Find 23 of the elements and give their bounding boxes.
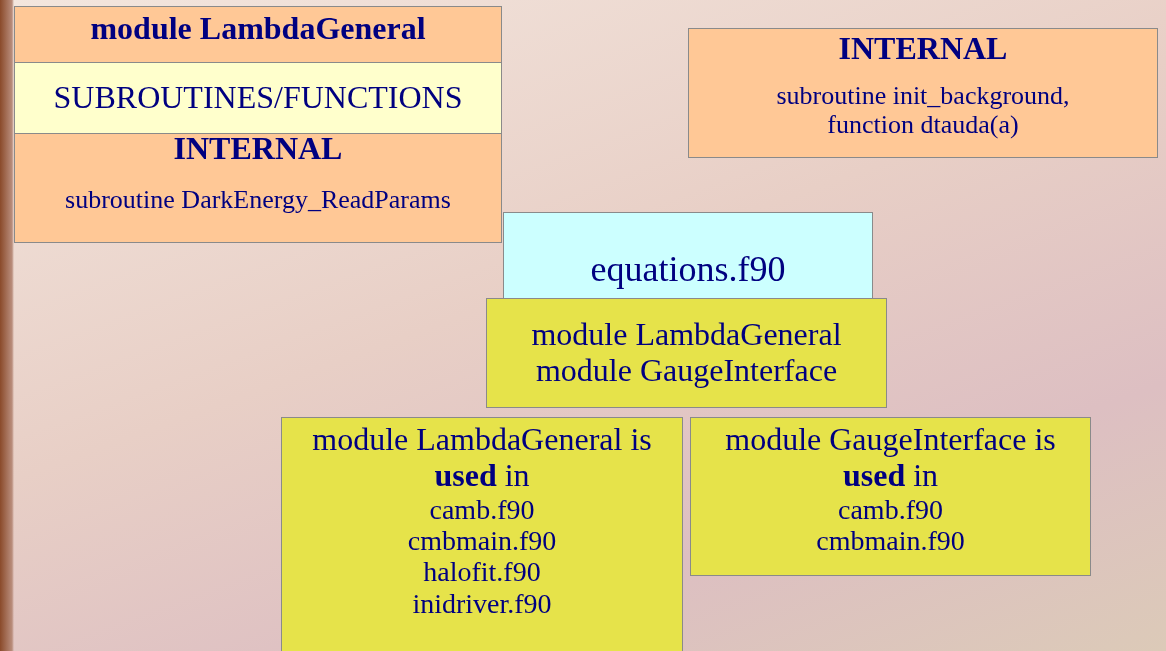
usage-box	[281, 417, 683, 651]
module-box	[14, 6, 502, 243]
file-name: cmbmain.f90	[407, 525, 557, 557]
section-heading: INTERNAL	[838, 31, 1008, 67]
file-name: inidriver.f90	[412, 587, 552, 620]
file-name: camb.f90	[838, 493, 943, 525]
section-heading: INTERNAL	[173, 130, 343, 167]
file-name: cmbmain.f90	[816, 525, 965, 557]
file-name: camb.f90	[429, 493, 535, 525]
file-name: equations.f90	[590, 249, 786, 290]
usage-heading: module LambdaGeneral is used in	[311, 422, 653, 494]
module-heading: module LambdaGeneral	[90, 11, 426, 47]
subroutine-name: subroutine DarkEnergy_ReadParams	[65, 184, 451, 214]
subroutine-list: subroutine init_background, function dtauda(a)	[749, 80, 1097, 140]
internal-box	[688, 28, 1158, 158]
section-heading: SUBROUTINES/FUNCTIONS	[53, 80, 463, 116]
file-name: halofit.f90	[423, 556, 541, 588]
usage-box	[690, 417, 1091, 576]
section-header-box	[14, 62, 502, 134]
module-name: module LambdaGeneral	[531, 317, 842, 353]
module-name: module GaugeInterface	[535, 353, 838, 389]
usage-heading: module GaugeInterface is used in	[724, 422, 1057, 494]
module-list-box	[486, 298, 887, 408]
